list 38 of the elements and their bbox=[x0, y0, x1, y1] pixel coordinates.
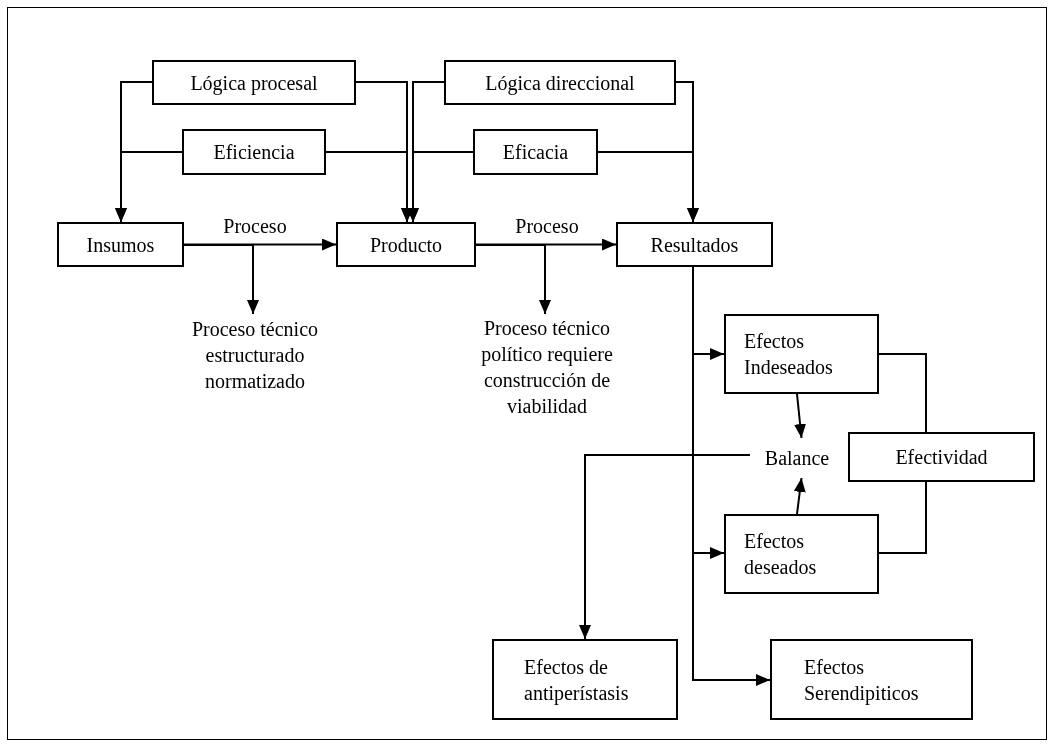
process-box bbox=[770, 639, 973, 720]
process-box bbox=[473, 129, 598, 175]
box-label: Lógica procesal bbox=[190, 70, 318, 96]
box-label: Lógica direccional bbox=[485, 70, 635, 96]
connector-line bbox=[878, 481, 927, 554]
arrow bbox=[183, 244, 259, 315]
process-box bbox=[444, 60, 676, 105]
arrow bbox=[475, 244, 551, 315]
arrow bbox=[579, 454, 751, 640]
box-label: Efectos Serendipiticos bbox=[804, 654, 920, 706]
arrow bbox=[793, 477, 806, 515]
process-box bbox=[724, 314, 879, 394]
note-text: Proceso técnico político requiere construcción de viabilidad bbox=[480, 316, 614, 419]
box-label: Efectos Indeseados bbox=[744, 329, 834, 380]
process-box bbox=[57, 222, 184, 267]
arrow bbox=[115, 151, 183, 223]
box-label: Producto bbox=[369, 232, 443, 258]
box-label: Efectos de antiperístasis bbox=[524, 654, 630, 706]
box-label: Eficacia bbox=[502, 140, 569, 165]
connector-line bbox=[878, 353, 927, 433]
arrow bbox=[407, 151, 474, 223]
process-box bbox=[616, 222, 773, 267]
note-text: Balance bbox=[764, 446, 830, 471]
process-box bbox=[152, 60, 356, 105]
box-label: Insumos bbox=[86, 232, 155, 258]
box-label: Resultados bbox=[650, 232, 739, 258]
process-box bbox=[848, 432, 1035, 482]
process-box bbox=[336, 222, 476, 267]
box-label: Efectos deseados bbox=[744, 529, 818, 580]
arrow bbox=[794, 393, 807, 439]
box-label: Efectividad bbox=[895, 445, 988, 470]
arrow bbox=[325, 151, 413, 223]
process-box bbox=[724, 514, 879, 594]
box-label: Eficiencia bbox=[213, 140, 295, 165]
note-text: Proceso técnico estructurado normatizado bbox=[190, 317, 320, 394]
process-box bbox=[492, 639, 678, 720]
process-box bbox=[182, 129, 326, 175]
arrow bbox=[597, 151, 699, 223]
